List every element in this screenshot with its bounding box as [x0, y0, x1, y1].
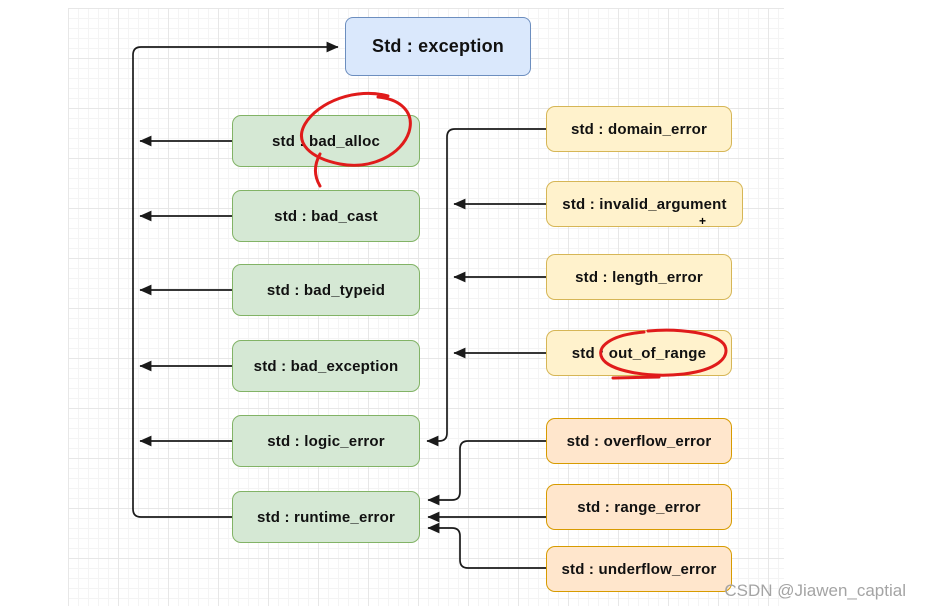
node-bad-cast: std : bad_cast: [232, 190, 420, 242]
node-range-error: std : range_error: [546, 484, 732, 530]
node-length-error: std : length_error: [546, 254, 732, 300]
node-bad-alloc: std : bad_alloc: [232, 115, 420, 167]
node-domain-error: std : domain_error: [546, 106, 732, 152]
node-underflow-error: std : underflow_error: [546, 546, 732, 592]
node-invalid-argument: std : invalid_argument: [546, 181, 743, 227]
node-bad-exception: std : bad_exception: [232, 340, 420, 392]
node-overflow-error: std : overflow_error: [546, 418, 732, 464]
node-bad-typeid: std : bad_typeid: [232, 264, 420, 316]
node-logic-error: std : logic_error: [232, 415, 420, 467]
node-runtime-error: std : runtime_error: [232, 491, 420, 543]
plus-cursor: +: [699, 214, 707, 228]
node-std-exception: Std : exception: [345, 17, 531, 76]
watermark-text: CSDN @Jiawen_captial: [724, 581, 906, 600]
node-out-of-range: std : out_of_range: [546, 330, 732, 376]
